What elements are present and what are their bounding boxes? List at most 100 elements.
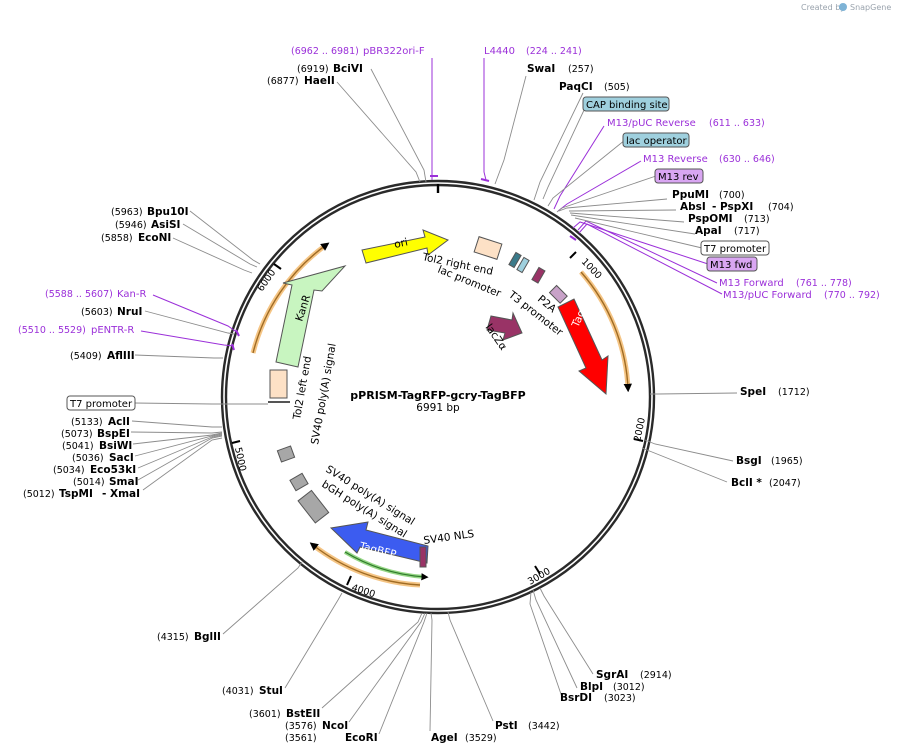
box-leader-lines [542, 107, 709, 265]
bcivi-pos: (6919) [297, 64, 329, 75]
t7-promoter-label-left: T7 promoter [69, 399, 133, 410]
blpi-name: BlpI [580, 681, 603, 693]
m13puc-forward-name: M13/pUC Forward [723, 290, 812, 301]
kanr-arrow [275, 265, 347, 368]
pentr-name: pENTR-R [91, 325, 134, 336]
eco53ki-pos: (5034) [53, 465, 85, 476]
feature-boxes: CAP binding site lac operator M13 rev T7… [66, 96, 770, 411]
spei-pos: (1712) [778, 387, 810, 398]
sv40-nls-label: SV40 NLS [423, 528, 475, 547]
lac-operator-mark [508, 251, 522, 269]
paqci-pos: (505) [604, 82, 630, 93]
m13-rev-box [654, 168, 704, 184]
bsteii-pos: (3601) [249, 709, 281, 720]
blpi-pos: (3012) [613, 682, 645, 693]
acli-name: AclI [108, 416, 130, 428]
site-leader-lines [130, 68, 738, 735]
apai-pos: (717) [734, 226, 760, 237]
agei-pos: (3529) [465, 733, 497, 744]
tagbfp-arrow [329, 521, 429, 564]
bsgi-pos: (1965) [771, 456, 803, 467]
psti-name: PstI [495, 720, 518, 732]
bglii-name: BglII [194, 631, 221, 643]
site-labels: (6877) HaeII (6919) BciVI SwaI (257) Paq… [23, 63, 810, 744]
ppumi-name: PpuMI [672, 189, 709, 201]
ori-arrow [361, 229, 450, 264]
m13-fwd-box [706, 256, 758, 272]
backbone [220, 179, 656, 615]
asisi-name: AsiSI [151, 219, 180, 231]
tagrfp-arrow [557, 298, 609, 396]
bcli-pos: (2047) [769, 478, 801, 489]
absi-name: AbsI [680, 201, 706, 213]
t7-promoter-label-right: T7 promoter [703, 244, 767, 255]
nrui-name: NruI [117, 306, 142, 318]
m13-fwd-label: M13 fwd [710, 260, 752, 271]
t7-promoter-box-left [66, 395, 136, 411]
ppumi-pos: (700) [719, 190, 745, 201]
plasmid-name: pPRISM-TagRFP-gcry-TagBFP [350, 389, 525, 402]
tol2-right-end-box [473, 236, 503, 260]
watermark-prefix: Created by [801, 3, 845, 12]
tspmi-pos: (5012) [23, 489, 55, 500]
bpu10i-pos: (5963) [111, 207, 143, 218]
agei-name: AgeI [431, 732, 458, 744]
tick-label-4000: 4000 [350, 582, 376, 600]
asisi-pos: (5946) [115, 220, 147, 231]
sv40-polya-box-1 [276, 445, 296, 463]
p2a-box [548, 284, 568, 304]
sgrai-name: SgrAI [596, 669, 628, 681]
bcli-name: BclI * [731, 477, 762, 489]
pspomi-pos: (713) [744, 214, 770, 225]
swai-name: SwaI [527, 63, 555, 75]
tick-label-5000: 5000 [232, 446, 248, 472]
bsrdi-pos: (3023) [604, 693, 636, 704]
bsrdi-name: BsrDI [560, 692, 592, 704]
laczalpha-arrow [486, 311, 523, 341]
spei-name: SpeI [740, 386, 766, 398]
pentr-range: (5510 .. 5529) [18, 325, 86, 336]
bsgi-name: BsgI [736, 455, 762, 467]
lac-operator-label: lac operator [626, 136, 687, 147]
m13puc-forward-range: (770 .. 792) [824, 290, 880, 301]
pspomi-name: PspOMI [688, 213, 733, 225]
tol2-left-end-box [269, 369, 288, 399]
tspmi-name: TspMI [59, 488, 93, 500]
haeii-pos: (6877) [267, 76, 299, 87]
bgh-polya-box [297, 489, 330, 524]
snapgene-watermark: Created by SnapGene [801, 3, 891, 12]
bsiwi-pos: (5041) [62, 441, 94, 452]
m13-forward-name: M13 Forward [719, 278, 784, 289]
t7-promoter-box-right [700, 240, 770, 256]
bpu10i-name: Bpu10I [147, 206, 189, 218]
cap-binding-site-label: CAP binding site [586, 100, 668, 111]
t7-mark [531, 266, 546, 284]
l4440-range: (224 .. 241) [526, 46, 582, 57]
econi-name: EcoNI [138, 232, 171, 244]
l4440-name: L4440 [484, 46, 515, 57]
ecori-pos: (3561) [285, 733, 317, 744]
cap-binding-site-box [582, 96, 670, 112]
psti-pos: (3442) [528, 721, 560, 732]
bsiwi-name: BsiWI [99, 440, 132, 452]
sgrai-pos: (2914) [640, 670, 672, 681]
plasmid-title: pPRISM-TagRFP-gcry-TagBFP 6991 bp [350, 389, 525, 414]
pspxi-pos: (704) [768, 202, 794, 213]
m13puc-reverse-range: (611 .. 633) [709, 118, 765, 129]
pbr322ori-name: pBR322ori-F [363, 46, 425, 57]
swai-pos: (257) [568, 64, 594, 75]
tick-label-6000: 6000 [255, 268, 278, 294]
kanr-primer-name: Kan-R [117, 289, 146, 300]
ncoi-pos: (3576) [285, 721, 317, 732]
eco53ki-name: Eco53kI [90, 464, 136, 476]
ori-label: ori [393, 236, 409, 251]
m13puc-reverse-name: M13/pUC Reverse [607, 118, 696, 129]
plasmid-size: 6991 bp [416, 402, 460, 414]
smai-pos: (5014) [73, 477, 105, 488]
orf-arcs [250, 242, 632, 588]
m13-forward-range: (761 .. 778) [796, 278, 852, 289]
cap-site-mark [516, 256, 530, 274]
watermark-brand: SnapGene [850, 3, 891, 12]
